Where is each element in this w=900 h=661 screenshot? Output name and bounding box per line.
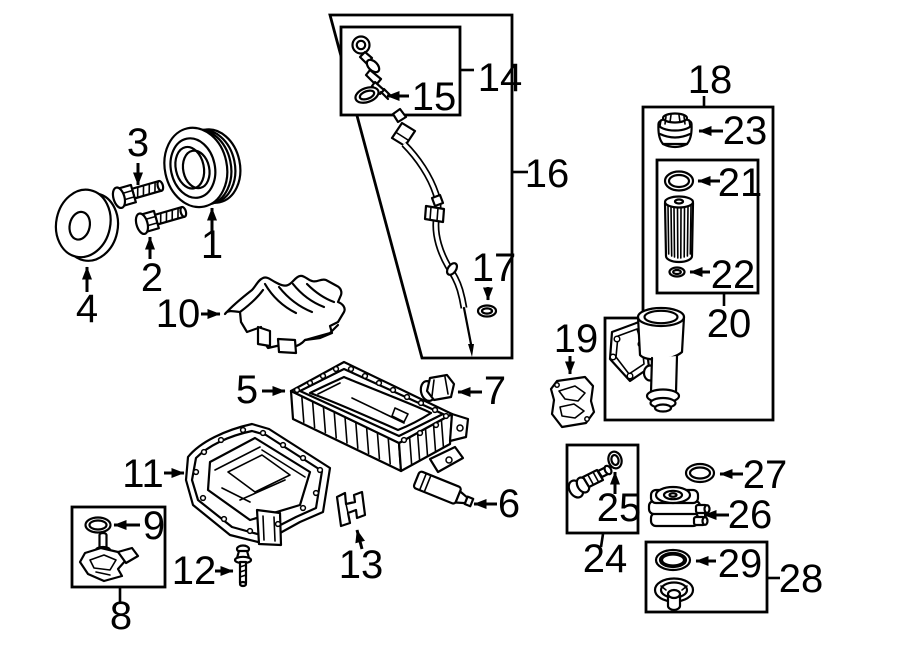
callout-14-label: 14 xyxy=(478,56,523,100)
connector-box xyxy=(565,443,640,535)
part-stud-bolt xyxy=(233,544,253,588)
callout-7: 7 xyxy=(457,369,506,413)
part-oring-connector xyxy=(607,450,623,470)
callout-7-label: 7 xyxy=(484,369,506,413)
callout-9-label: 9 xyxy=(143,504,165,548)
part-oring-small xyxy=(668,266,686,278)
callout-21-label: 21 xyxy=(718,161,763,205)
part-adapter-cap xyxy=(653,577,695,612)
callout-4: 4 xyxy=(76,266,98,331)
part-sealant-tube xyxy=(412,470,475,508)
callout-29-label: 29 xyxy=(718,542,763,586)
callout-18-label: 18 xyxy=(688,58,733,102)
callout-10: 10 xyxy=(156,292,221,336)
callout-1-label: 1 xyxy=(201,223,223,267)
callout-1: 1 xyxy=(201,207,223,267)
callout-6: 6 xyxy=(473,482,520,526)
callout-27-label: 27 xyxy=(743,453,788,497)
callout-23: 23 xyxy=(698,109,768,153)
callout-17: 17 xyxy=(472,246,517,301)
callout-3: 3 xyxy=(127,121,149,186)
part-oil-cooler xyxy=(647,485,711,528)
part-bolt-lower xyxy=(134,205,188,236)
callout-11-label: 11 xyxy=(122,452,164,496)
part-oring-sensor xyxy=(84,516,112,534)
part-filter-seal-ring xyxy=(663,170,695,192)
callout-8: 8 xyxy=(110,588,132,638)
callout-2: 2 xyxy=(141,236,163,300)
callout-22: 22 xyxy=(689,253,756,297)
callout-5: 5 xyxy=(236,368,286,412)
callout-14: 14 xyxy=(461,56,522,100)
callout-24-label: 24 xyxy=(583,537,628,581)
lower-pan-bolt-holes xyxy=(192,426,324,535)
part-dipstick xyxy=(351,35,393,101)
callout-6-label: 6 xyxy=(498,482,520,526)
pan-rim-bolt-holes xyxy=(293,365,450,444)
part-bolt-upper xyxy=(111,179,165,210)
callout-19: 19 xyxy=(554,317,599,375)
part-crankshaft-pulley xyxy=(163,126,242,209)
callout-4-label: 4 xyxy=(76,287,98,331)
callout-16: 16 xyxy=(513,152,569,196)
callout-19-label: 19 xyxy=(554,317,599,361)
part-filter-housing xyxy=(608,306,686,413)
callout-15-label: 15 xyxy=(412,75,457,119)
part-lower-oil-pan xyxy=(184,422,332,547)
part-adapter-gasket xyxy=(654,548,692,572)
part-retainer-bracket xyxy=(335,490,367,528)
callout-13: 13 xyxy=(339,529,384,587)
part-housing-gasket xyxy=(549,375,596,429)
part-oring-dipstick xyxy=(354,86,380,104)
part-friction-disc xyxy=(54,188,120,262)
callout-17-label: 17 xyxy=(472,246,517,290)
callout-16-label: 16 xyxy=(525,152,570,196)
part-oil-baffle xyxy=(223,274,346,355)
callout-10-label: 10 xyxy=(156,292,201,336)
callout-26-label: 26 xyxy=(728,493,773,537)
part-oil-cooler-connector xyxy=(567,464,613,499)
part-oring-cooler xyxy=(684,462,716,484)
callout-27: 27 xyxy=(719,453,788,497)
callout-25-label: 25 xyxy=(597,486,642,530)
part-oil-level-sensor xyxy=(78,531,140,583)
part-oil-pan-plug xyxy=(419,373,456,402)
callout-24: 24 xyxy=(583,533,628,581)
part-filter-element xyxy=(663,195,695,264)
callout-26: 26 xyxy=(703,493,773,537)
callout-29: 29 xyxy=(695,542,763,586)
callout-25: 25 xyxy=(597,471,642,530)
part-upper-oil-pan xyxy=(289,360,470,474)
callout-3-label: 3 xyxy=(127,121,149,165)
callout-28-label: 28 xyxy=(779,557,824,601)
callout-21: 21 xyxy=(697,161,763,205)
callout-12-label: 12 xyxy=(172,549,217,593)
callout-13-label: 13 xyxy=(339,543,384,587)
callout-23-label: 23 xyxy=(723,109,768,153)
callout-11: 11 xyxy=(122,452,185,496)
callout-5-label: 5 xyxy=(236,368,258,412)
callout-8-label: 8 xyxy=(110,594,132,638)
callout-28: 28 xyxy=(768,557,823,601)
part-filter-cap xyxy=(657,112,693,149)
part-dipstick-tube xyxy=(390,107,474,357)
callout-9: 9 xyxy=(113,504,165,548)
callout-20: 20 xyxy=(707,294,752,346)
callout-20-label: 20 xyxy=(707,302,752,346)
callout-2-label: 2 xyxy=(141,256,163,300)
callout-22-label: 22 xyxy=(711,253,756,297)
callout-15: 15 xyxy=(386,75,457,119)
callout-12: 12 xyxy=(172,549,234,593)
part-oring-tube xyxy=(476,304,498,318)
callout-18: 18 xyxy=(688,58,733,107)
